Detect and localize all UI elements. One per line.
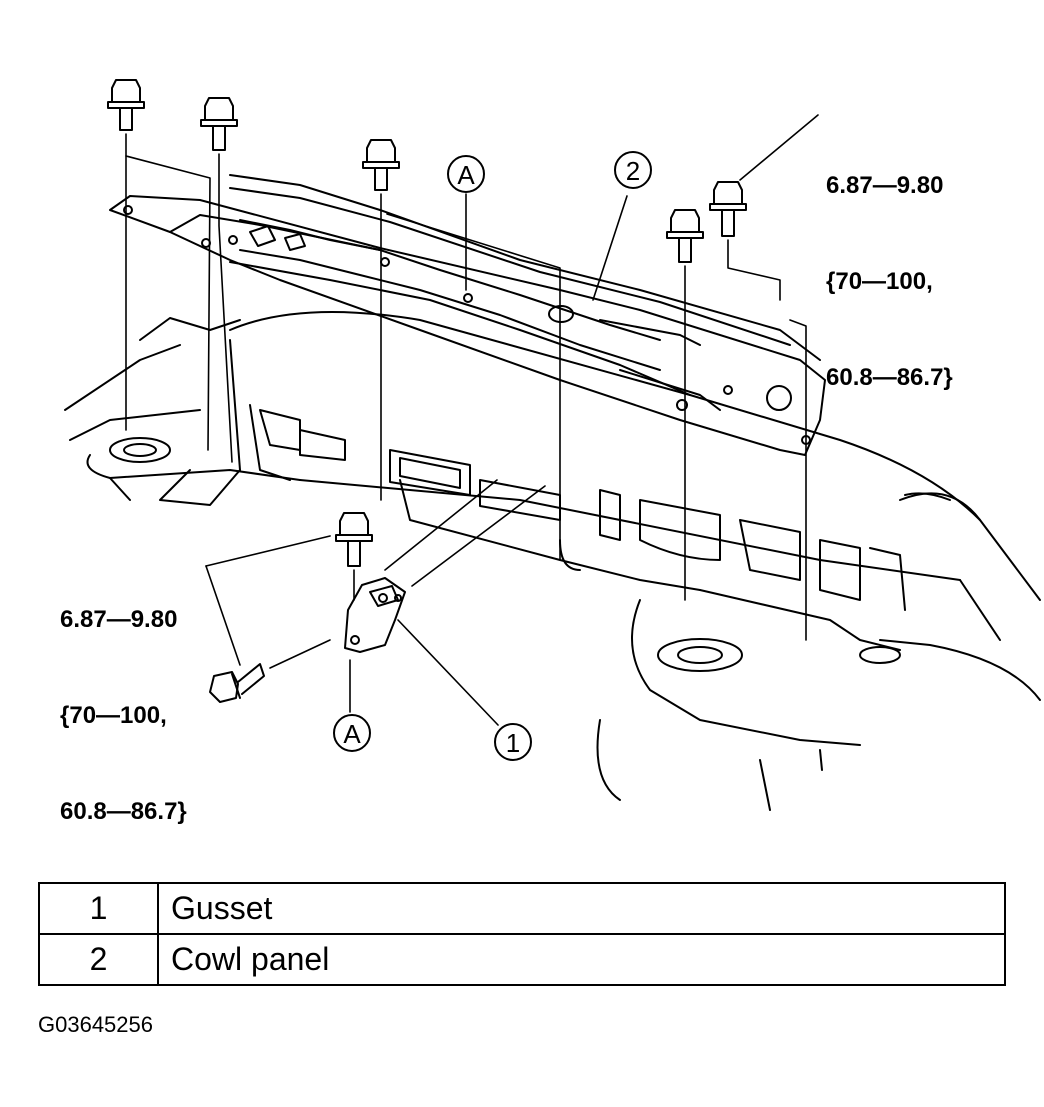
torque-spec-right-line3: 60.8—86.7} xyxy=(826,364,953,391)
torque-spec-left-line1: 6.87—9.80 xyxy=(60,606,178,633)
bolt-icon xyxy=(209,663,265,703)
item-2-callout: 2 xyxy=(614,151,652,189)
bolt-icon xyxy=(107,79,145,131)
parts-legend-table: 1 Gusset 2 Cowl panel xyxy=(38,882,1006,986)
item-1-label: 1 xyxy=(506,728,520,758)
reference-a-callout-bottom: A xyxy=(333,714,371,752)
torque-spec-right-line2: {70—100, xyxy=(826,268,933,295)
table-row: 2 Cowl panel xyxy=(38,933,1006,986)
reference-a-callout-top: A xyxy=(447,155,485,193)
bolt-icon xyxy=(666,209,704,263)
torque-spec-right: 6.87—9.80 {70—100, 60.8—86.7} xyxy=(826,106,953,426)
torque-spec-left: 6.87—9.80 {70—100, 60.8—86.7} xyxy=(60,540,187,860)
item-1-callout: 1 xyxy=(494,723,532,761)
bolt-icon xyxy=(362,139,400,191)
torque-spec-right-line1: 6.87—9.80 xyxy=(826,172,944,199)
alignment-lines xyxy=(125,114,819,726)
legend-number: 2 xyxy=(38,933,159,986)
legend-part-name: Gusset xyxy=(157,882,1006,935)
torque-spec-left-line2: {70—100, xyxy=(60,702,167,729)
bolt-icon xyxy=(335,512,373,567)
figure-id: G03645256 xyxy=(38,1012,153,1037)
reference-a-label-top: A xyxy=(457,160,475,190)
cowl-panel-part xyxy=(109,174,826,456)
bolt-icon xyxy=(200,97,238,151)
gusset-part xyxy=(344,577,406,653)
torque-spec-left-line3: 60.8—86.7} xyxy=(60,798,187,825)
reference-a-label-bottom: A xyxy=(343,719,361,749)
item-2-label: 2 xyxy=(626,156,640,186)
cowl-panel-exploded-illustration: A 2 A 1 xyxy=(64,79,1041,811)
legend-part-name: Cowl panel xyxy=(157,933,1006,986)
table-row: 1 Gusset xyxy=(38,882,1006,935)
legend-number: 1 xyxy=(38,882,159,935)
bolt-icon xyxy=(709,181,747,237)
